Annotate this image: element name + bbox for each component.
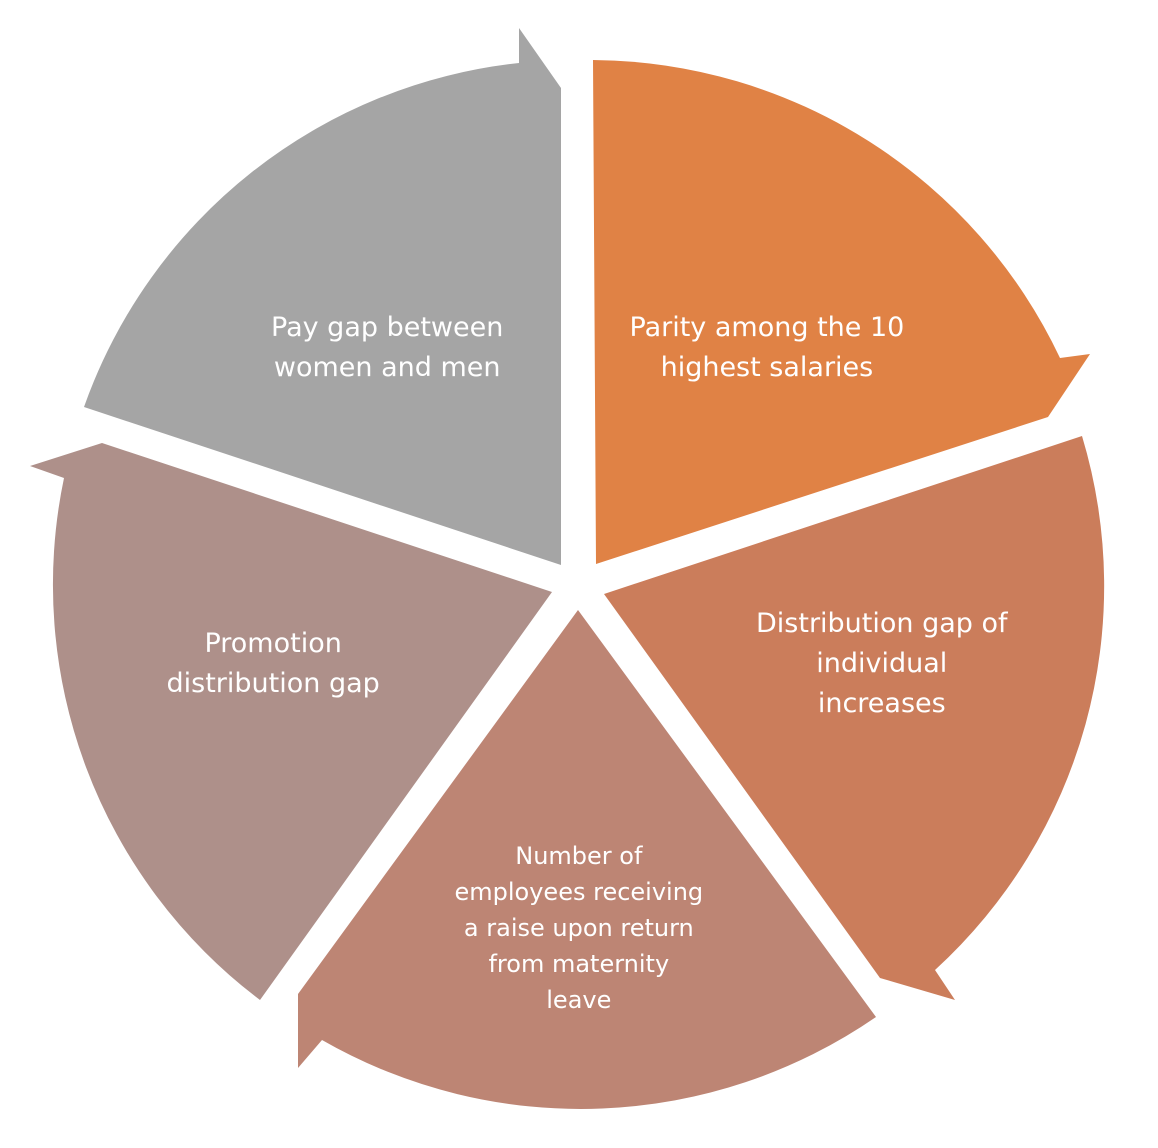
label-line: employees receiving <box>454 878 704 906</box>
label-line: Distribution gap of <box>756 608 1008 639</box>
label-line: Pay gap between <box>271 312 504 343</box>
label-line: individual <box>816 648 948 679</box>
segment-distribution-increases <box>604 436 1105 1000</box>
label-line: Parity among the 10 <box>629 312 905 343</box>
label-line: Promotion <box>204 628 342 659</box>
label-line: highest salaries <box>660 352 874 383</box>
label-distribution-increases: Distribution gap of individual increases <box>756 604 1008 724</box>
label-line: women and men <box>273 352 501 383</box>
label-line: increases <box>817 688 946 719</box>
label-line: distribution gap <box>166 668 380 699</box>
label-promotion: Promotion distribution gap <box>167 624 380 704</box>
label-line: Number of <box>515 842 643 870</box>
label-parity: Parity among the 10 highest salaries <box>630 308 905 388</box>
label-line: a raise upon return <box>463 914 694 942</box>
label-pay-gap: Pay gap between women and men <box>271 308 503 388</box>
segment-maternity-raise <box>298 610 876 1109</box>
label-line: leave <box>546 986 612 1014</box>
segment-pay-gap <box>84 28 561 565</box>
label-maternity-raise: Number of employees receiving a raise upon… <box>455 838 704 1018</box>
segment-promotion <box>30 443 552 1000</box>
segment-parity <box>593 60 1090 564</box>
label-line: from maternity <box>488 950 670 978</box>
